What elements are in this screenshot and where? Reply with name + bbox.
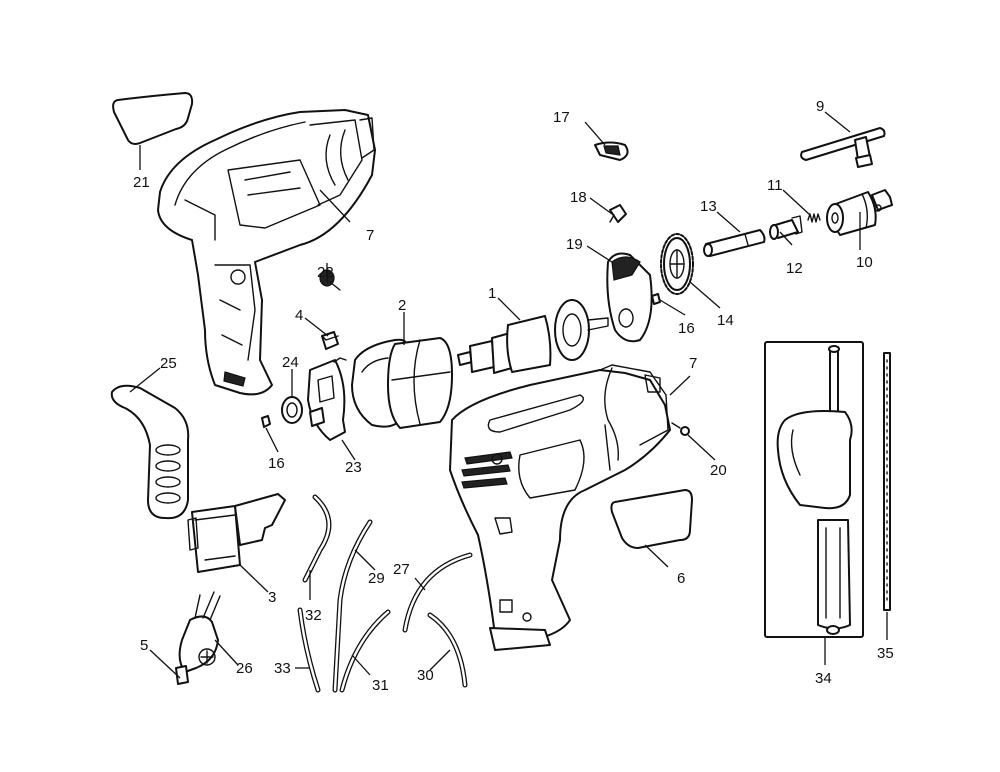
callout-23: 23 [345, 459, 362, 476]
callout-34: 34 [815, 670, 832, 687]
part-10-chuck [826, 189, 893, 236]
callout-12: 12 [786, 260, 803, 277]
callout-21: 21 [133, 174, 150, 191]
part-27-wire [402, 552, 473, 633]
callout-17: 17 [553, 109, 570, 126]
part-3-switch [187, 493, 286, 573]
callout-7-left: 7 [366, 227, 374, 244]
part-31-wire [339, 609, 391, 693]
part-14-gear [660, 233, 694, 295]
part-33-wire [297, 607, 321, 693]
callout-20: 20 [710, 462, 727, 479]
part-25-grip-insert [110, 384, 190, 520]
part-9-chuck-key [800, 127, 886, 168]
callout-22: 22 [317, 264, 334, 281]
part-11-spring [807, 213, 821, 223]
part-19-gear-plate [606, 252, 653, 343]
callout-16-left: 16 [268, 455, 285, 472]
part-29-wire [332, 519, 373, 693]
callout-31: 31 [372, 677, 389, 694]
callout-29: 29 [368, 570, 385, 587]
leader-lines [129, 111, 888, 679]
part-35-depth-rod [883, 352, 891, 611]
callout-11: 11 [767, 177, 783, 194]
part-18-clip [609, 204, 627, 223]
callouts: 21 7 22 4 2 1 24 16 23 25 17 18 19 16 14… [133, 98, 894, 694]
part-16-nut-left [261, 415, 271, 428]
part-30-wire [427, 612, 468, 688]
part-1-armature [457, 299, 609, 374]
callout-1: 1 [488, 285, 496, 302]
callout-24: 24 [282, 354, 299, 371]
part-7-housing-right [449, 364, 671, 651]
callout-2: 2 [398, 297, 406, 314]
callout-26: 26 [236, 660, 253, 677]
part-7-housing-left [157, 109, 376, 396]
callout-3: 3 [268, 589, 276, 606]
part-20-screw [671, 422, 690, 436]
callout-30: 30 [417, 667, 434, 684]
callout-33: 33 [274, 660, 291, 677]
part-13-spindle [703, 229, 766, 257]
callout-7-right: 7 [689, 355, 697, 372]
part-23-brush-holder [307, 357, 347, 441]
part-5-cord [175, 665, 189, 685]
part-17-lever [594, 141, 629, 161]
callout-5: 5 [140, 637, 148, 654]
callout-13: 13 [700, 198, 717, 215]
callout-6: 6 [677, 570, 685, 587]
callout-9: 9 [816, 98, 824, 115]
part-32-wire [302, 494, 332, 583]
callout-4: 4 [295, 307, 303, 324]
callout-27: 27 [393, 561, 410, 578]
part-12-bushing [769, 215, 803, 240]
part-24-bearing [281, 396, 303, 424]
callout-14: 14 [717, 312, 734, 329]
part-16-nut-right [651, 293, 661, 305]
callout-10: 10 [856, 254, 873, 271]
callout-19: 19 [566, 236, 583, 253]
part-21-label-plate [112, 92, 194, 145]
callout-35: 35 [877, 645, 894, 662]
callout-25: 25 [160, 355, 177, 372]
part-26-cord-guard [178, 591, 221, 673]
callout-32: 32 [305, 607, 322, 624]
part-4-block [321, 331, 339, 350]
callout-16-right: 16 [678, 320, 695, 337]
part-2-stator [351, 337, 453, 429]
callout-18: 18 [570, 189, 587, 206]
part-6-label-plate [610, 489, 693, 549]
part-34-side-handle-kit [764, 341, 864, 638]
